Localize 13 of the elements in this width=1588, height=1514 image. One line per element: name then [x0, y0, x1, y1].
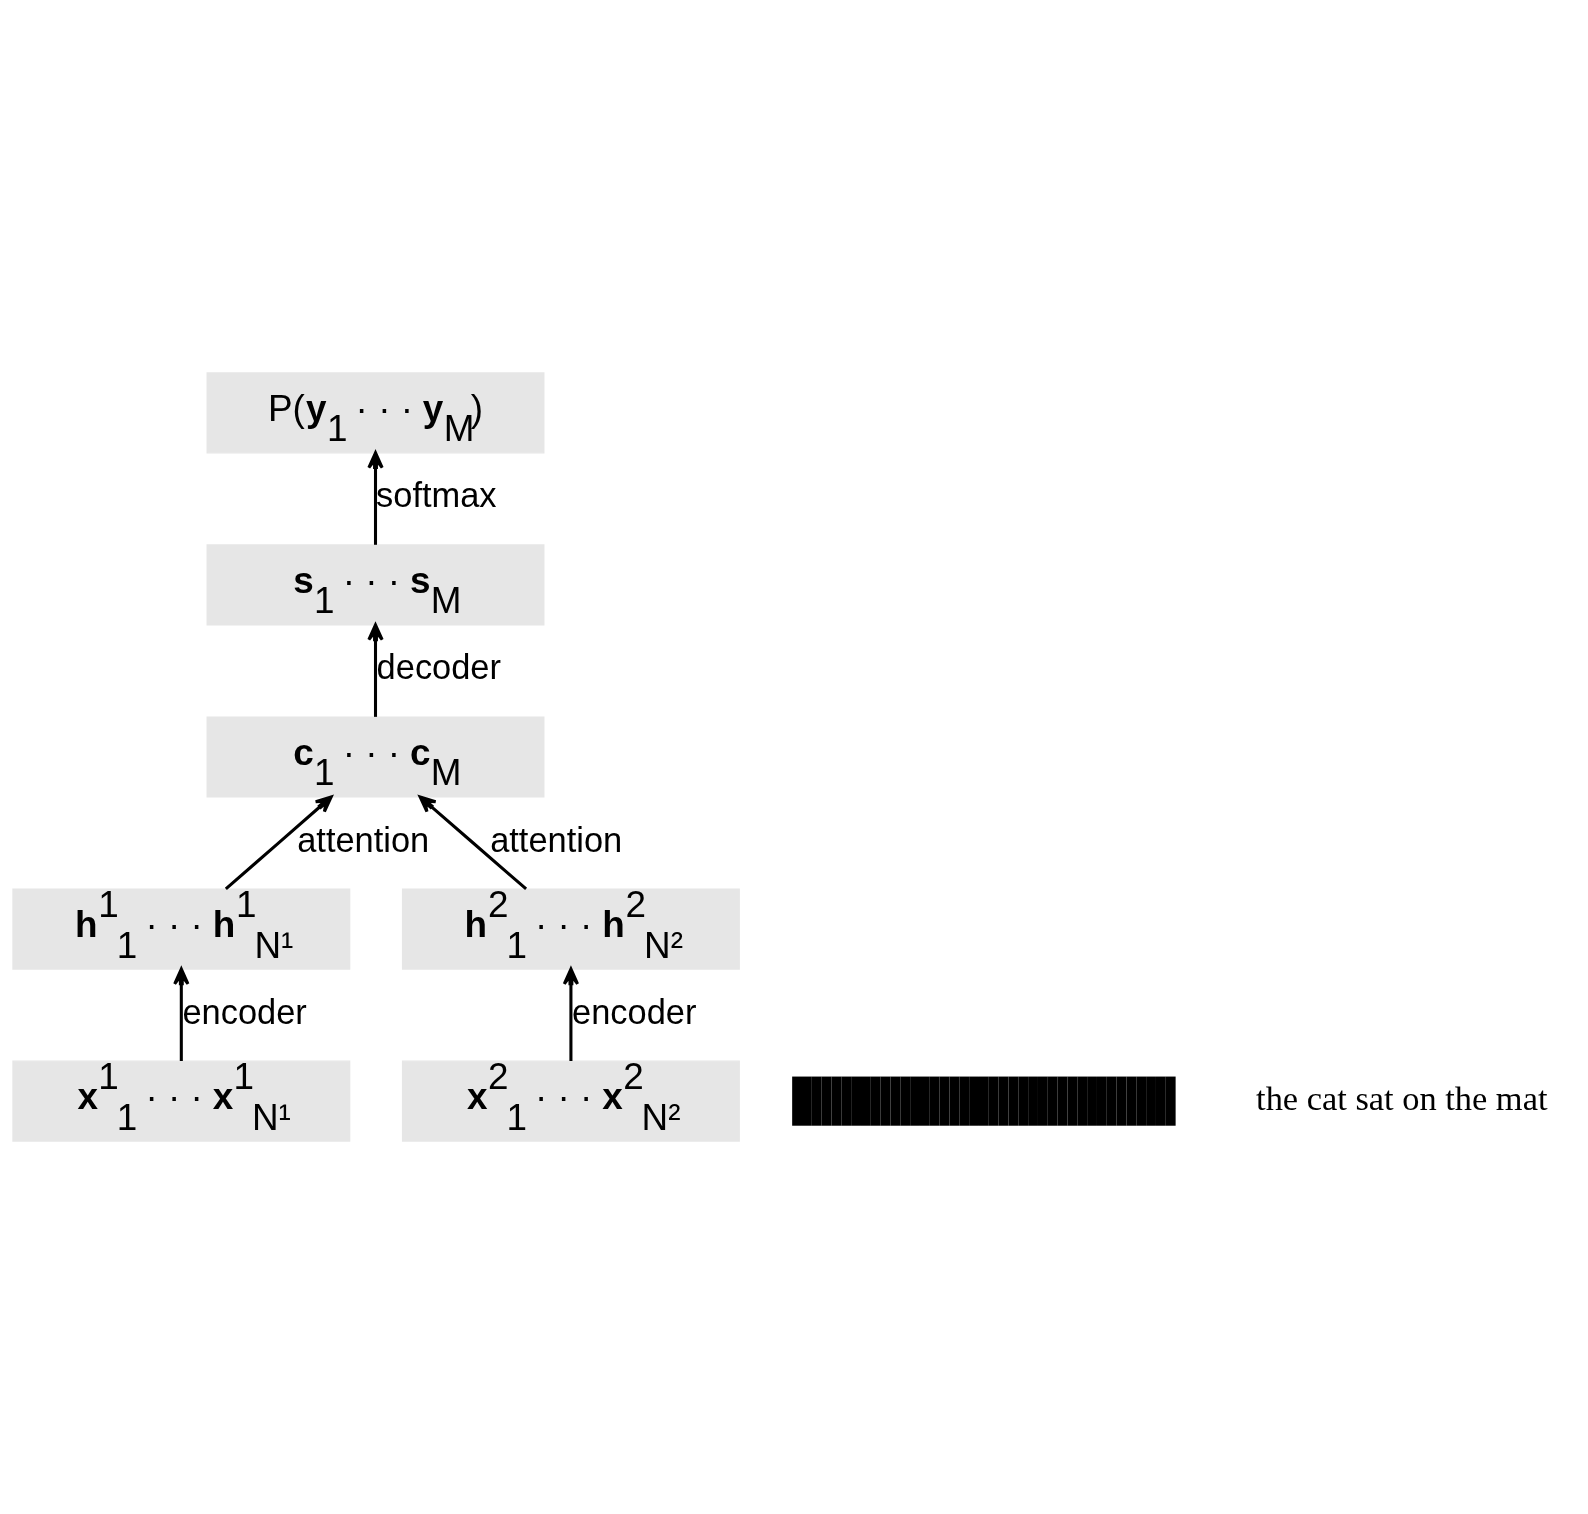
edge-label: encoder [182, 992, 307, 1031]
arrow [367, 623, 384, 717]
edge-label: attention [297, 820, 430, 859]
label: the cat sat on the mat [1256, 1078, 1548, 1117]
edge-label: softmax [376, 476, 497, 515]
arrow [224, 795, 333, 891]
edge-label: decoder [376, 648, 501, 687]
arrow [562, 967, 580, 1061]
edge-label: attention [490, 820, 623, 859]
edge-label: encoder [572, 992, 697, 1031]
arrow [367, 451, 384, 545]
arrow [173, 967, 190, 1061]
arrow [418, 795, 528, 891]
